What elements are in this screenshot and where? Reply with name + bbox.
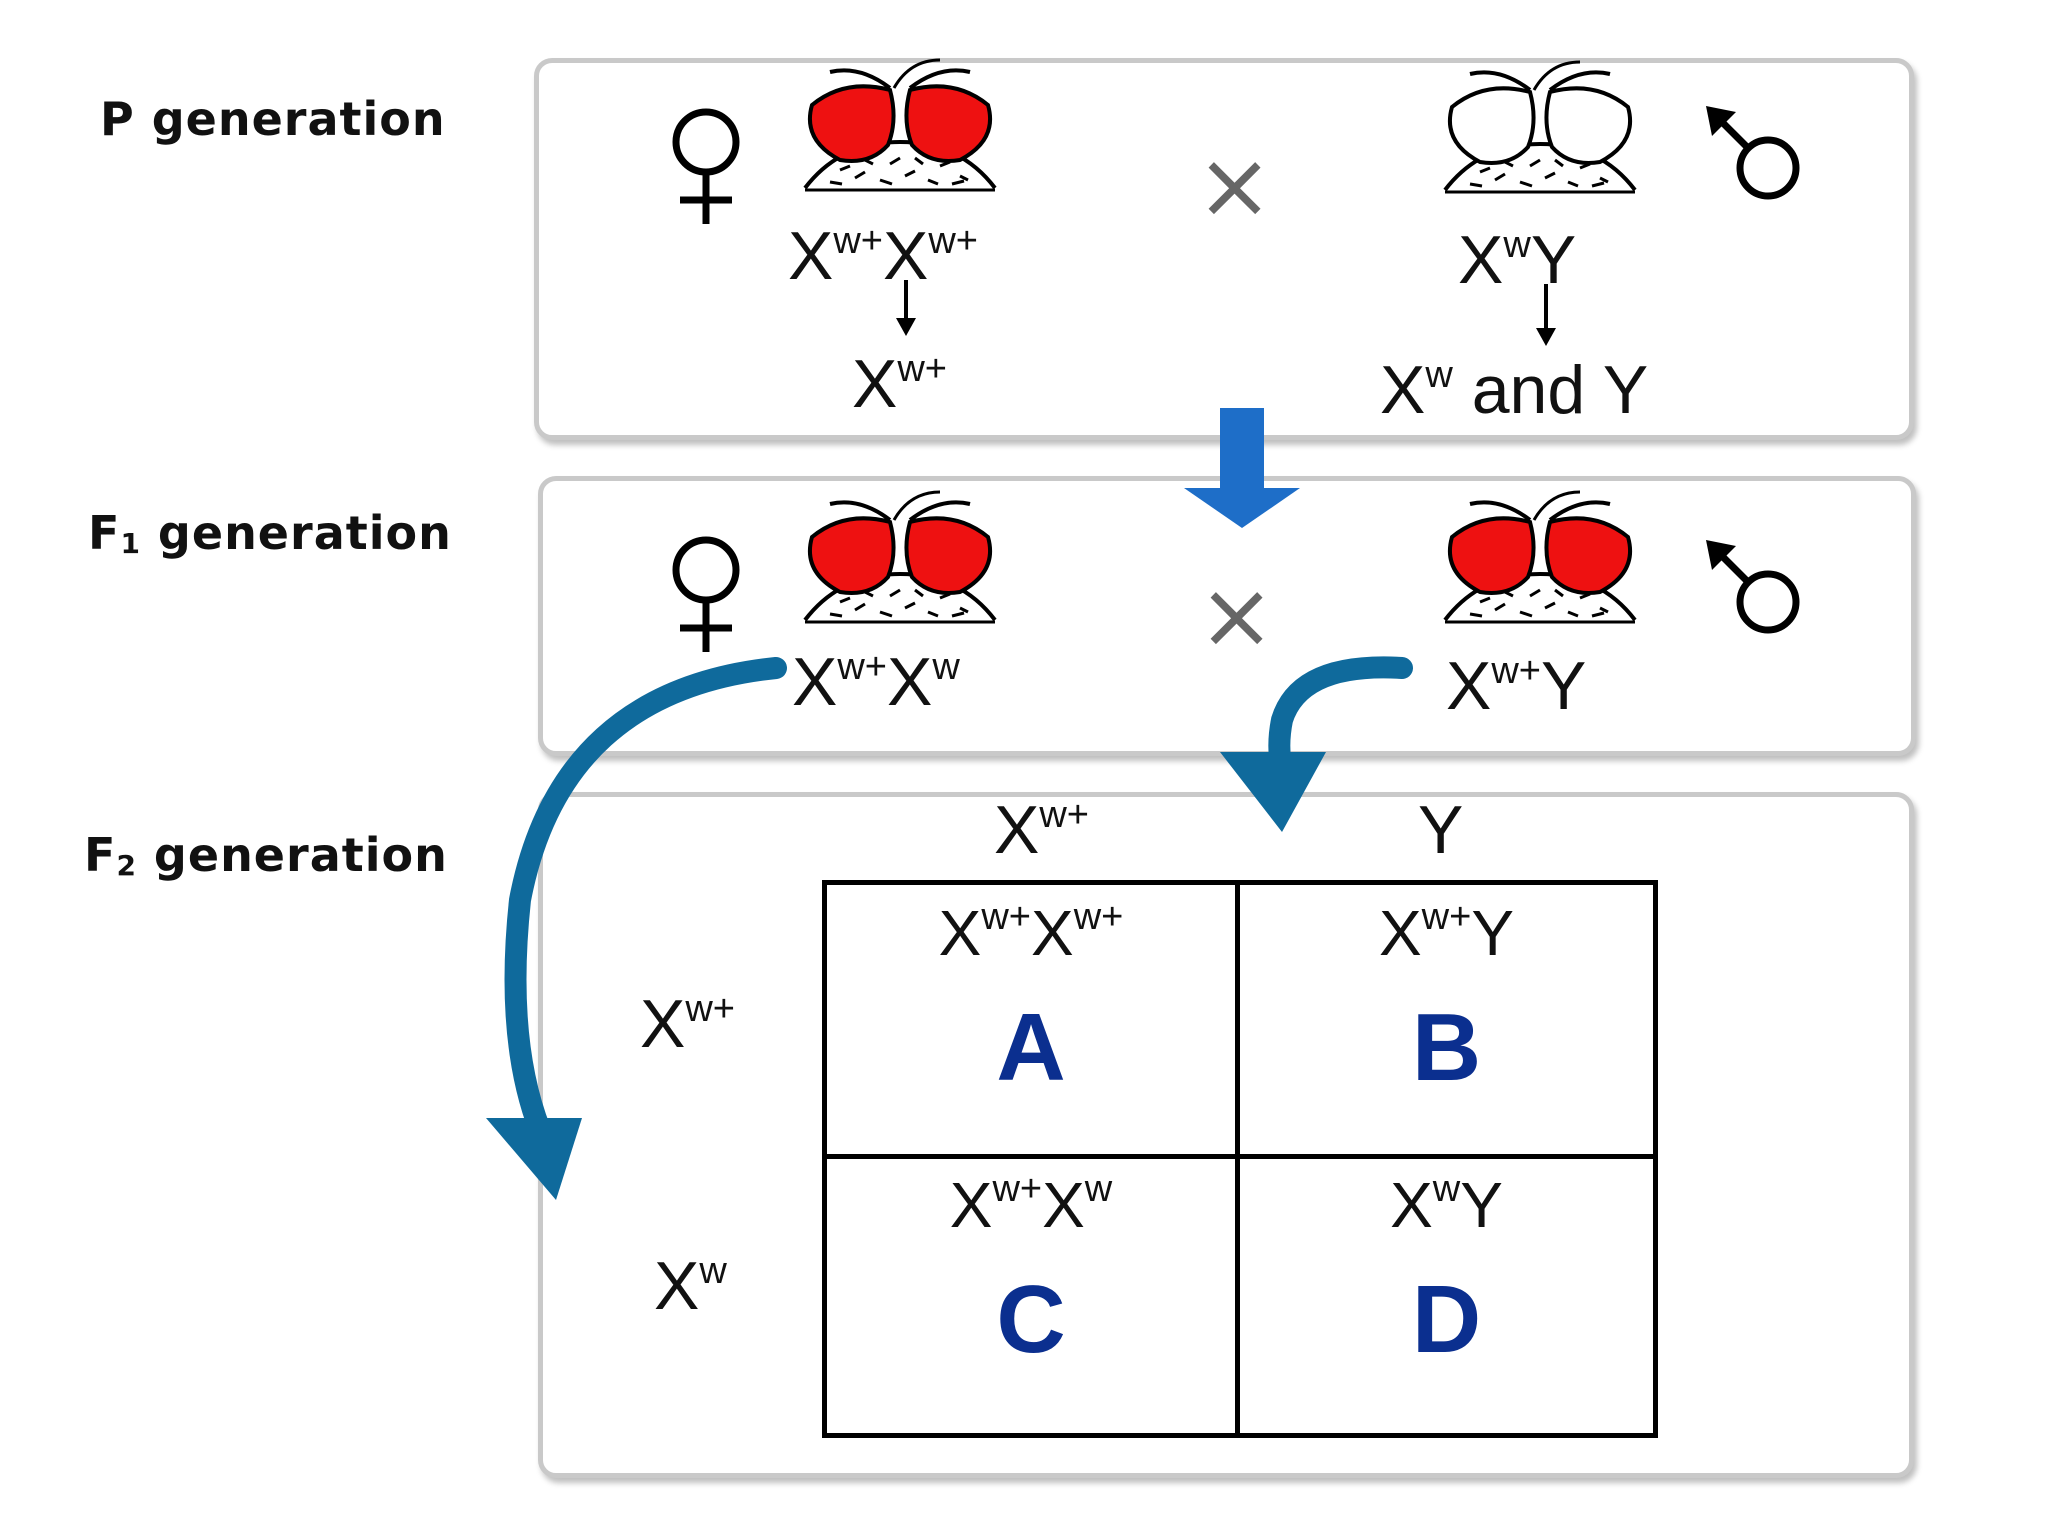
red-eyed-fly-icon bbox=[1443, 490, 1637, 624]
f1-generation-label: F1 generation bbox=[88, 506, 452, 560]
female-symbol-icon bbox=[676, 540, 736, 652]
row-header-female-gamete: Xw+ bbox=[640, 986, 735, 1062]
punnett-cell-b: Xw+Y B bbox=[1240, 885, 1653, 1159]
f1-subscript: 1 bbox=[120, 527, 141, 560]
cell-letter: D bbox=[1411, 1266, 1482, 1373]
red-eyed-fly-icon bbox=[803, 490, 997, 624]
punnett-cell-d: XwY D bbox=[1240, 1159, 1653, 1433]
punnett-cell-a: Xw+Xw+ A bbox=[827, 885, 1240, 1159]
generation-arrow-icon bbox=[1184, 408, 1300, 528]
f1-female-genotype: Xw+Xw bbox=[792, 644, 960, 720]
p-male-genotype: XwY bbox=[1458, 222, 1577, 298]
cell-letter: C bbox=[996, 1266, 1066, 1373]
cell-letter: B bbox=[1411, 994, 1482, 1101]
p-cross-symbol: × bbox=[1196, 132, 1274, 239]
f1-generation-word: generation bbox=[140, 506, 452, 560]
cell-letter: A bbox=[996, 994, 1066, 1101]
p-generation-panel bbox=[534, 58, 1914, 440]
col-header-female-gamete: Xw+ bbox=[994, 792, 1089, 868]
f1-cross-symbol: × bbox=[1198, 562, 1276, 669]
p-male-gametes: Xw and Y bbox=[1380, 352, 1649, 428]
p-generation-label: P generation bbox=[100, 92, 446, 146]
white-eyed-fly-icon bbox=[1443, 60, 1637, 194]
punnett-square: Xw+Xw+ A Xw+Y B Xw+Xw C XwY D bbox=[822, 880, 1658, 1438]
col-header-male-gamete: Y bbox=[1418, 792, 1464, 868]
female-gamete-curve-arrow-icon bbox=[486, 657, 787, 1200]
down-arrow-icon bbox=[1536, 284, 1556, 346]
down-arrow-icon bbox=[896, 280, 916, 336]
f2-subscript: 2 bbox=[116, 849, 137, 882]
f1-generation-panel bbox=[538, 476, 1916, 756]
f2-generation-panel bbox=[538, 792, 1914, 1478]
p-female-gamete: Xw+ bbox=[852, 346, 947, 422]
male-gamete-curve-arrow-icon bbox=[1220, 656, 1413, 832]
male-symbol-icon bbox=[1706, 106, 1796, 196]
f2-prefix: F bbox=[84, 828, 117, 882]
f1-prefix: F bbox=[88, 506, 121, 560]
f2-generation-word: generation bbox=[136, 828, 448, 882]
male-symbol-icon bbox=[1706, 540, 1796, 630]
f1-male-genotype: Xw+Y bbox=[1446, 648, 1587, 724]
punnett-cell-c: Xw+Xw C bbox=[827, 1159, 1240, 1433]
female-symbol-icon bbox=[676, 112, 736, 224]
p-female-genotype: Xw+Xw+ bbox=[788, 218, 978, 294]
red-eyed-fly-icon bbox=[803, 58, 997, 192]
f2-generation-label: F2 generation bbox=[84, 828, 448, 882]
row-header-female-gamete: Xw bbox=[654, 1248, 727, 1324]
